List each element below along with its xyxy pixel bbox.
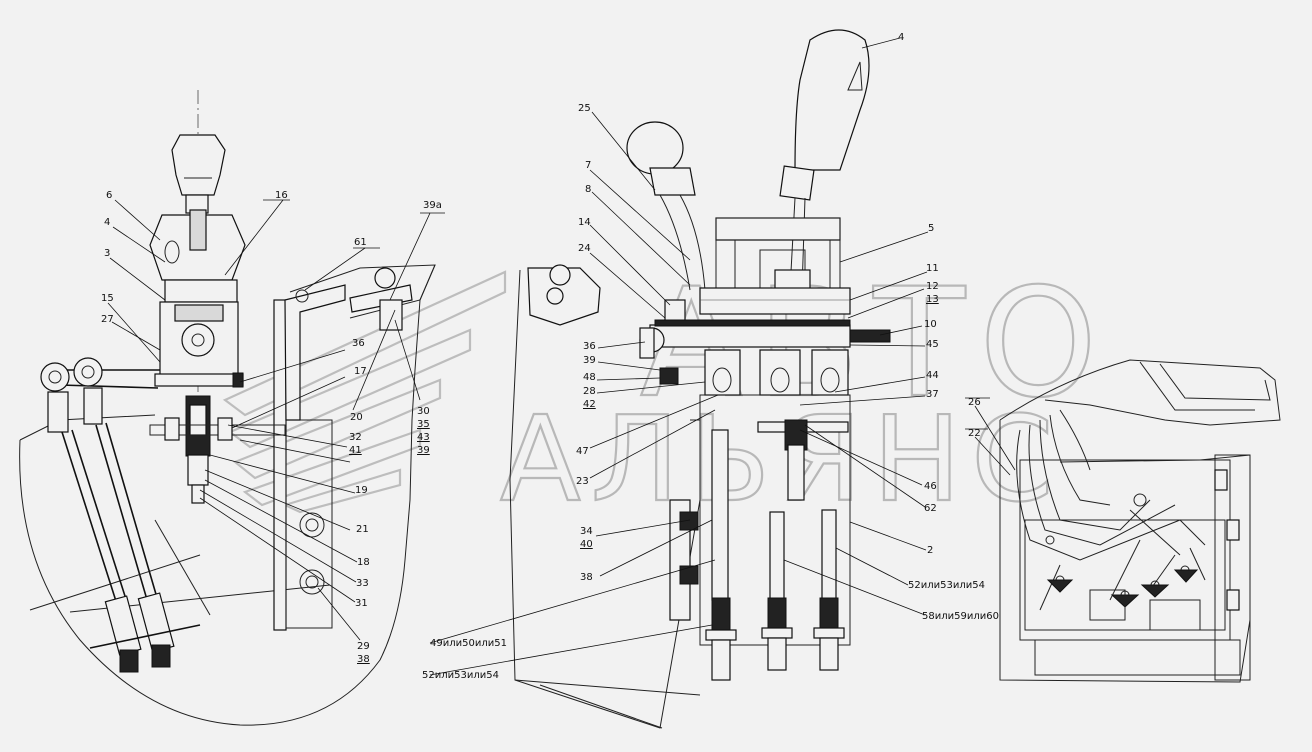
label-32: 32 <box>349 432 362 443</box>
label-42: 42 <box>583 399 596 410</box>
label-16: 16 <box>275 190 288 201</box>
label-38: 38 <box>357 654 370 665</box>
watermark: АВТО АЛЬЯНС <box>222 256 1098 529</box>
center-view: 25 7 8 14 24 4 5 11 12 13 10 45 36 39 48… <box>422 29 999 729</box>
label-27: 27 <box>101 314 114 325</box>
label-58-60: 58или59или60 <box>922 611 999 622</box>
label-13: 13 <box>926 294 939 305</box>
label-35: 35 <box>417 419 430 430</box>
label-36: 36 <box>352 338 365 349</box>
label-39-center: 39 <box>583 355 596 366</box>
right-view: 26 22 <box>965 359 1281 683</box>
label-28: 28 <box>583 386 596 397</box>
label-61: 61 <box>354 237 367 248</box>
label-25: 25 <box>578 103 591 114</box>
label-41: 41 <box>349 445 362 456</box>
label-31: 31 <box>355 598 368 609</box>
label-33: 33 <box>356 578 369 589</box>
label-24: 24 <box>578 243 591 254</box>
label-52-54-right: 52или53или54 <box>908 580 985 591</box>
label-4-center: 4 <box>898 32 904 43</box>
label-37: 37 <box>926 389 939 400</box>
label-21: 21 <box>356 524 369 535</box>
label-26: 26 <box>968 397 981 408</box>
label-6: 6 <box>106 190 112 201</box>
label-46: 46 <box>924 481 937 492</box>
label-20: 20 <box>350 412 363 423</box>
watermark-logo <box>222 270 507 514</box>
label-38-center: 38 <box>580 572 593 583</box>
label-49-51: 49или50или51 <box>430 638 507 649</box>
label-19: 19 <box>355 485 368 496</box>
label-8: 8 <box>585 184 591 195</box>
label-10: 10 <box>924 319 937 330</box>
label-2: 2 <box>927 545 933 556</box>
label-23: 23 <box>576 476 589 487</box>
label-47: 47 <box>576 446 589 457</box>
label-3: 3 <box>104 248 110 259</box>
watermark-line2: АЛЬЯНС <box>500 390 1064 528</box>
label-17: 17 <box>354 366 367 377</box>
left-view: 6 4 3 16 15 27 61 39а 36 17 20 30 35 43 … <box>19 90 445 726</box>
label-22: 22 <box>968 428 981 439</box>
label-12: 12 <box>926 281 939 292</box>
label-52-54-left: 52или53или54 <box>422 670 499 681</box>
label-40: 40 <box>580 539 593 550</box>
label-36-center: 36 <box>583 341 596 352</box>
label-29: 29 <box>357 641 370 652</box>
label-43: 43 <box>417 432 430 443</box>
label-39a: 39а <box>423 200 442 211</box>
label-4: 4 <box>104 217 110 228</box>
label-18: 18 <box>357 557 370 568</box>
label-62: 62 <box>924 503 937 514</box>
label-5: 5 <box>928 223 934 234</box>
label-44: 44 <box>926 370 939 381</box>
label-39: 39 <box>417 445 430 456</box>
label-48: 48 <box>583 372 596 383</box>
label-11: 11 <box>926 263 939 274</box>
label-30: 30 <box>417 406 430 417</box>
label-14: 14 <box>578 217 591 228</box>
label-15: 15 <box>101 293 114 304</box>
label-34: 34 <box>580 526 593 537</box>
label-7: 7 <box>585 160 591 171</box>
label-45: 45 <box>926 339 939 350</box>
